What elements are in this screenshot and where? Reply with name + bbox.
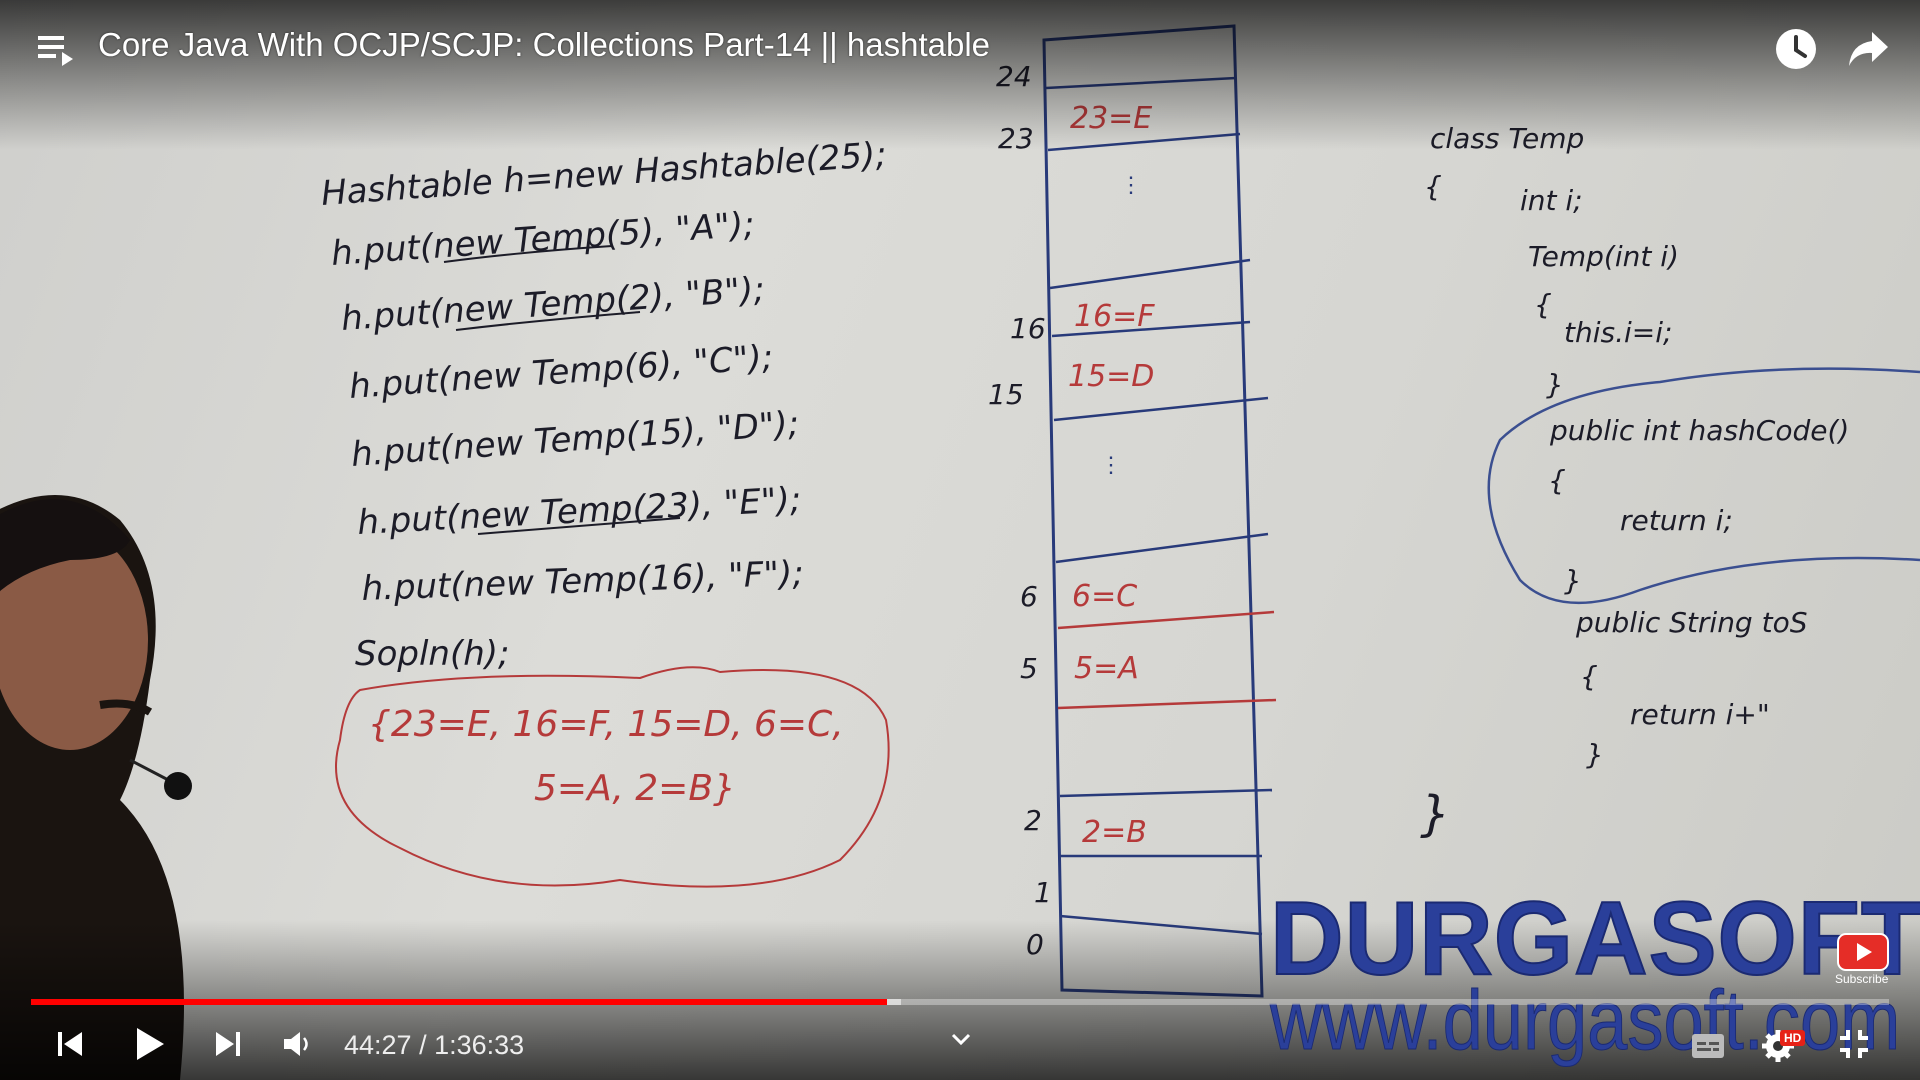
presenter [0, 495, 192, 1080]
bucket-entry: 6=C [1072, 579, 1137, 614]
class-code: public String toS [1575, 606, 1808, 639]
svg-text:⋮: ⋮ [1100, 452, 1122, 477]
bucket-index: 15 [988, 378, 1024, 411]
time-separator: / [411, 1030, 435, 1060]
volume-icon[interactable] [282, 1030, 312, 1058]
chevron-down-icon[interactable] [950, 1032, 972, 1048]
total-duration: 1:36:33 [434, 1030, 525, 1060]
progress-bar[interactable] [31, 999, 1889, 1005]
watermark-brand: DURGASOFT [1269, 880, 1920, 998]
class-code: } [1564, 564, 1582, 597]
output-cloud [335, 666, 890, 888]
bucket-index: 6 [1020, 580, 1038, 613]
class-code: { [1424, 170, 1442, 203]
code-line: Sopln(h); [355, 634, 510, 674]
class-code: return i+" [1630, 698, 1770, 731]
code-line: h.put(new Temp(2), "B"); [340, 269, 766, 339]
video-title[interactable]: Core Java With OCJP/SCJP: Collections Pa… [98, 26, 990, 63]
class-code: } [1586, 738, 1604, 771]
class-code: int i; [1520, 184, 1583, 217]
class-code: { [1580, 660, 1598, 693]
output-text: {23=E, 16=F, 15=D, 6=C, [368, 704, 844, 745]
bucket-index: 5 [1020, 652, 1038, 685]
code-line: h.put(new Temp(16), "F"); [361, 554, 804, 609]
class-code: return i; [1620, 504, 1733, 537]
bucket-index: 2 [1024, 804, 1042, 837]
channel-watermark: DURGASOFT www.durgasoft.com [1266, 880, 1920, 1068]
bucket-entry: 16=F [1074, 299, 1155, 334]
playlist-icon[interactable] [36, 32, 76, 68]
subscribe-label: Subscribe [1835, 972, 1889, 986]
bucket-entry: 2=B [1082, 815, 1147, 850]
class-code: Temp(int i) [1528, 240, 1679, 273]
code-line: Hashtable h=new Hashtable(25); [320, 135, 888, 214]
current-time: 44:27 [344, 1030, 412, 1060]
output-text: 5=A, 2=B} [534, 768, 736, 809]
hashcode-cloud [1487, 367, 1920, 605]
exit-fullscreen-icon[interactable] [1838, 1028, 1870, 1060]
bucket-entry: 15=D [1068, 359, 1154, 394]
title-bar: Core Java With OCJP/SCJP: Collections Pa… [0, 0, 1920, 96]
bucket-table: ⋮ ⋮ 24 23 16 15 6 5 2 1 0 23=E 16=F 15=D… [988, 24, 1277, 998]
bucket-entry: 23=E [1070, 101, 1152, 136]
class-code: this.i=i; [1564, 316, 1672, 349]
clock-icon[interactable] [1775, 28, 1817, 70]
svg-text:⋮: ⋮ [1120, 172, 1142, 197]
bucket-index: 23 [998, 122, 1034, 155]
class-code: } [1420, 786, 1451, 842]
code-line: h.put(new Temp(23), "E"); [356, 480, 802, 543]
class-code: class Temp [1430, 122, 1584, 155]
control-bar: 44:27 / 1:36:33 HD [0, 1008, 1920, 1080]
share-arrow-icon[interactable] [1846, 28, 1890, 70]
bucket-index: 0 [1026, 928, 1044, 961]
class-code: { [1548, 464, 1566, 497]
code-line: h.put(new Temp(6), "C"); [348, 337, 775, 407]
skip-previous-icon[interactable] [56, 1030, 84, 1058]
code-line: h.put(new Temp(15), "D"); [350, 404, 801, 475]
class-code: { [1534, 288, 1552, 321]
subscribe-badge[interactable] [1832, 930, 1894, 988]
captions-icon[interactable] [1690, 1032, 1726, 1060]
class-code: } [1546, 368, 1564, 401]
watermark-url: www.durgasoft.com [1270, 973, 1901, 1068]
bucket-index: 1 [1034, 876, 1052, 909]
code-line: h.put(new Temp(5), "A"); [330, 204, 756, 274]
play-icon[interactable] [134, 1026, 166, 1062]
class-code: public int hashCode() [1549, 414, 1849, 447]
bucket-index: 16 [1010, 312, 1046, 345]
skip-next-icon[interactable] [214, 1030, 242, 1058]
bucket-entry: 5=A [1074, 651, 1139, 686]
played-bar [31, 999, 887, 1005]
hd-badge: HD [1780, 1030, 1806, 1046]
time-display: 44:27 / 1:36:33 [344, 1030, 524, 1061]
